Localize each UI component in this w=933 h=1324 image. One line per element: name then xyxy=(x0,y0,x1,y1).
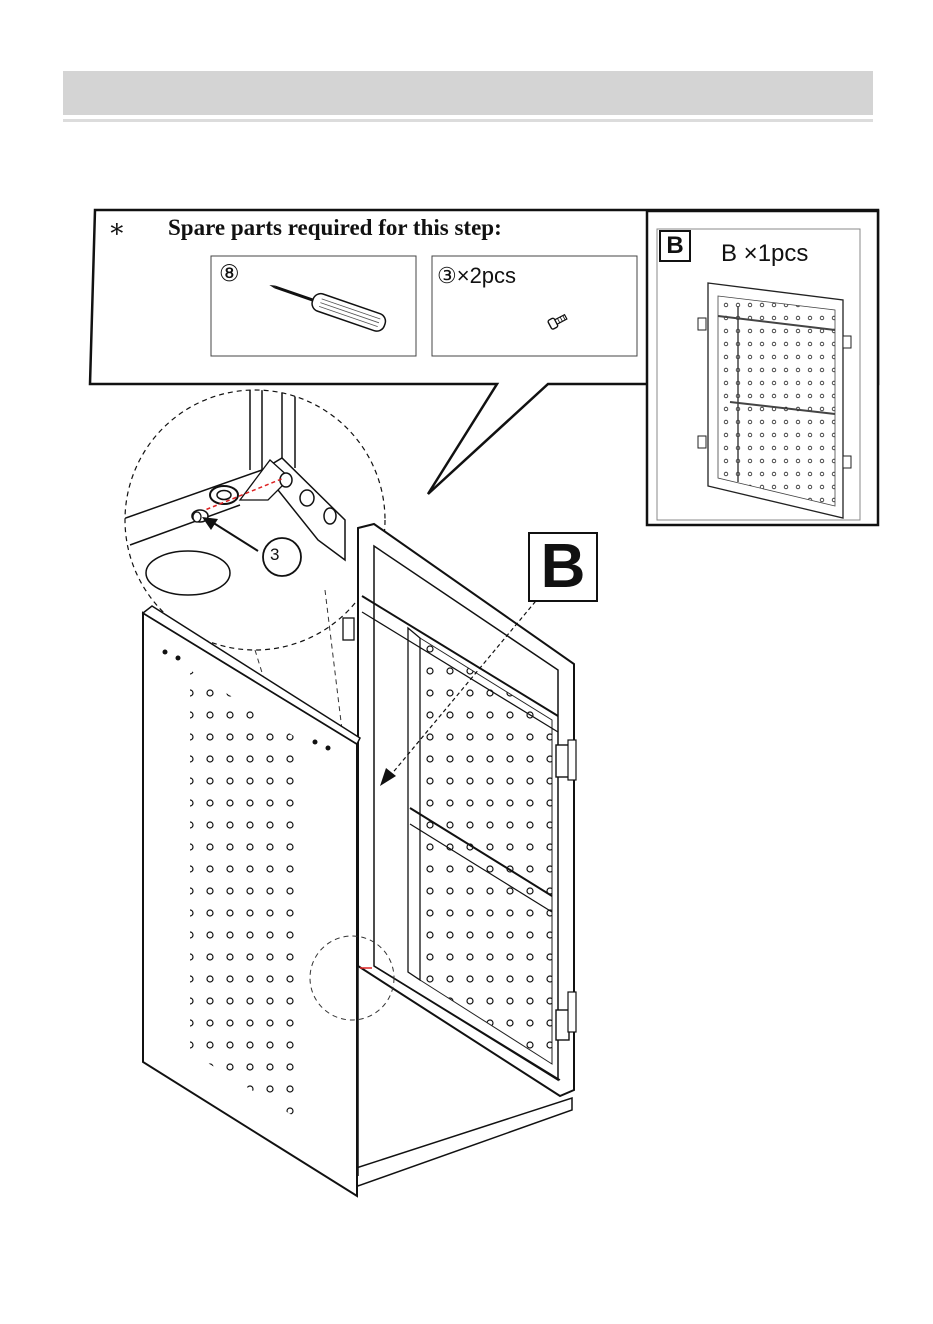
panel-b-callout-label: B xyxy=(528,532,598,602)
bottom-rail xyxy=(350,1098,572,1186)
panel-b-thumbnail xyxy=(698,283,851,518)
screw-number-circle xyxy=(263,538,301,576)
part-3-label: ③×2pcs xyxy=(437,263,516,289)
part-8-label: ⑧ xyxy=(219,261,240,287)
panel-b-quantity: B ×1pcs xyxy=(721,240,808,268)
spare-parts-title: Spare parts required for this step: xyxy=(168,215,502,241)
spare-parts-marker: ∗ xyxy=(108,214,126,244)
panel-b-badge: B xyxy=(659,230,691,262)
side-panel xyxy=(143,606,360,1196)
screw-number: 3 xyxy=(270,545,279,565)
zoom-detail-circle xyxy=(125,390,385,650)
rear-frame-b xyxy=(343,524,576,1096)
